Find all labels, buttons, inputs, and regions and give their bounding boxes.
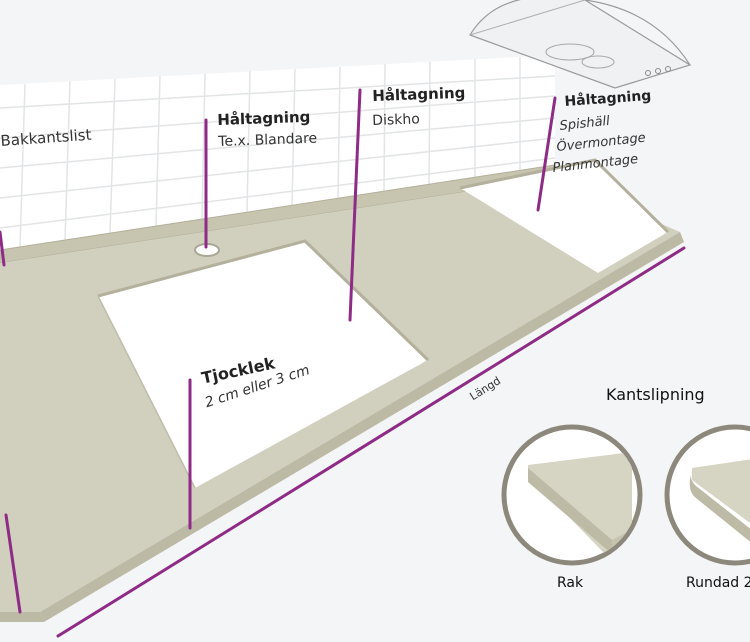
- range-hood: [469, 0, 692, 89]
- label-haltagning-blandare-title: Håltagning: [216, 107, 311, 129]
- cooktop-cutout: [459, 158, 670, 273]
- label-edge-rak: Rak: [557, 575, 584, 591]
- tile-wall: [0, 55, 556, 250]
- sink-cutout: [97, 239, 430, 489]
- pointer-bakkantslist: [0, 230, 6, 267]
- heading-kantslipning: Kantslipning: [606, 385, 705, 404]
- pointer-diskho: [348, 88, 362, 322]
- label-haltagning-blandare-sub: Te.x. Blandare: [218, 130, 318, 150]
- dimension-line-length: [56, 246, 686, 638]
- label-haltagning-diskho-sub: Diskho: [372, 111, 421, 129]
- dimension-line-depth: [4, 513, 22, 614]
- label-haltagning-diskho-title: Håltagning: [371, 83, 466, 105]
- pointer-spis: [536, 96, 557, 212]
- label-edge-rundad: Rundad 2: [686, 575, 750, 591]
- edge-profile-rundad: [664, 424, 750, 566]
- edge-profile-rak: [501, 424, 643, 566]
